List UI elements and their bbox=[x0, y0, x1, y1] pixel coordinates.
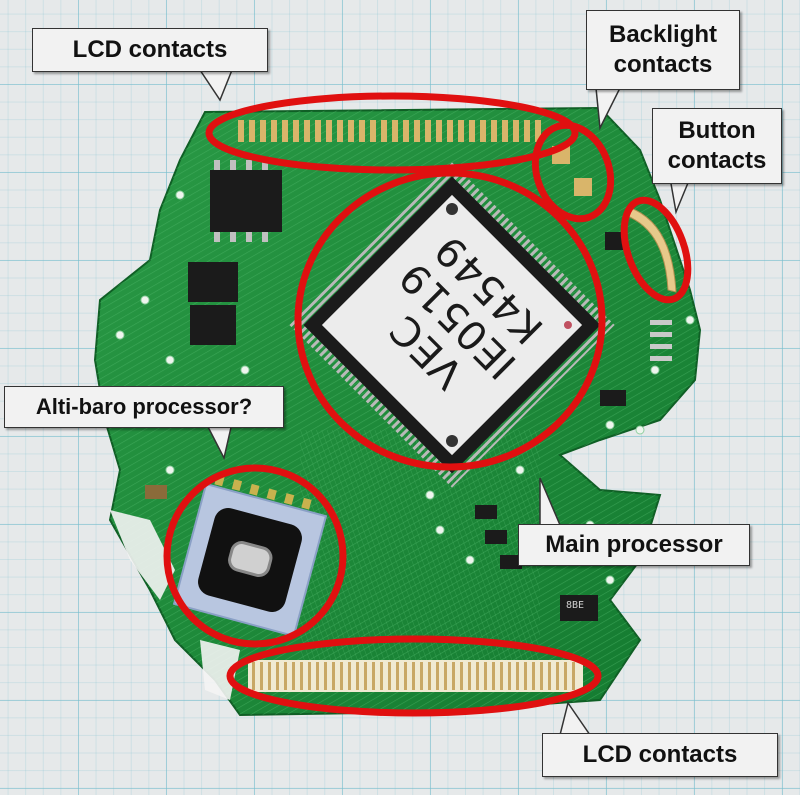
lcd-bottom-strip bbox=[248, 660, 583, 692]
button-contact-strip bbox=[624, 206, 677, 293]
component-pads bbox=[650, 320, 672, 361]
callout-pointers bbox=[198, 69, 692, 736]
highlight-lcd-top bbox=[205, 92, 579, 174]
highlight-altibaro bbox=[163, 464, 347, 648]
label-altibaro-processor: Alti-baro processor? bbox=[4, 386, 284, 428]
soic-chip bbox=[210, 160, 282, 242]
smd-components bbox=[475, 232, 627, 621]
highlight-ellipses bbox=[163, 92, 692, 717]
small-chip-marking: 8BE bbox=[566, 600, 585, 611]
smd-capacitors bbox=[145, 390, 626, 499]
label-backlight-contacts: Backlight contacts bbox=[586, 10, 740, 90]
highlight-main-processor bbox=[294, 169, 606, 471]
board-cutout bbox=[200, 640, 240, 700]
lcd-top-pads bbox=[238, 120, 541, 142]
label-main-processor: Main processor bbox=[518, 524, 750, 566]
board-cutout bbox=[110, 510, 175, 600]
label-lcd-contacts-top: LCD contacts bbox=[32, 28, 268, 72]
small-chip bbox=[188, 262, 238, 345]
label-button-contacts: Button contacts bbox=[652, 108, 782, 184]
highlight-lcd-bottom bbox=[226, 635, 602, 717]
label-lcd-contacts-bottom: LCD contacts bbox=[542, 733, 778, 777]
highlight-button bbox=[620, 196, 692, 304]
highlight-backlight bbox=[531, 121, 615, 223]
